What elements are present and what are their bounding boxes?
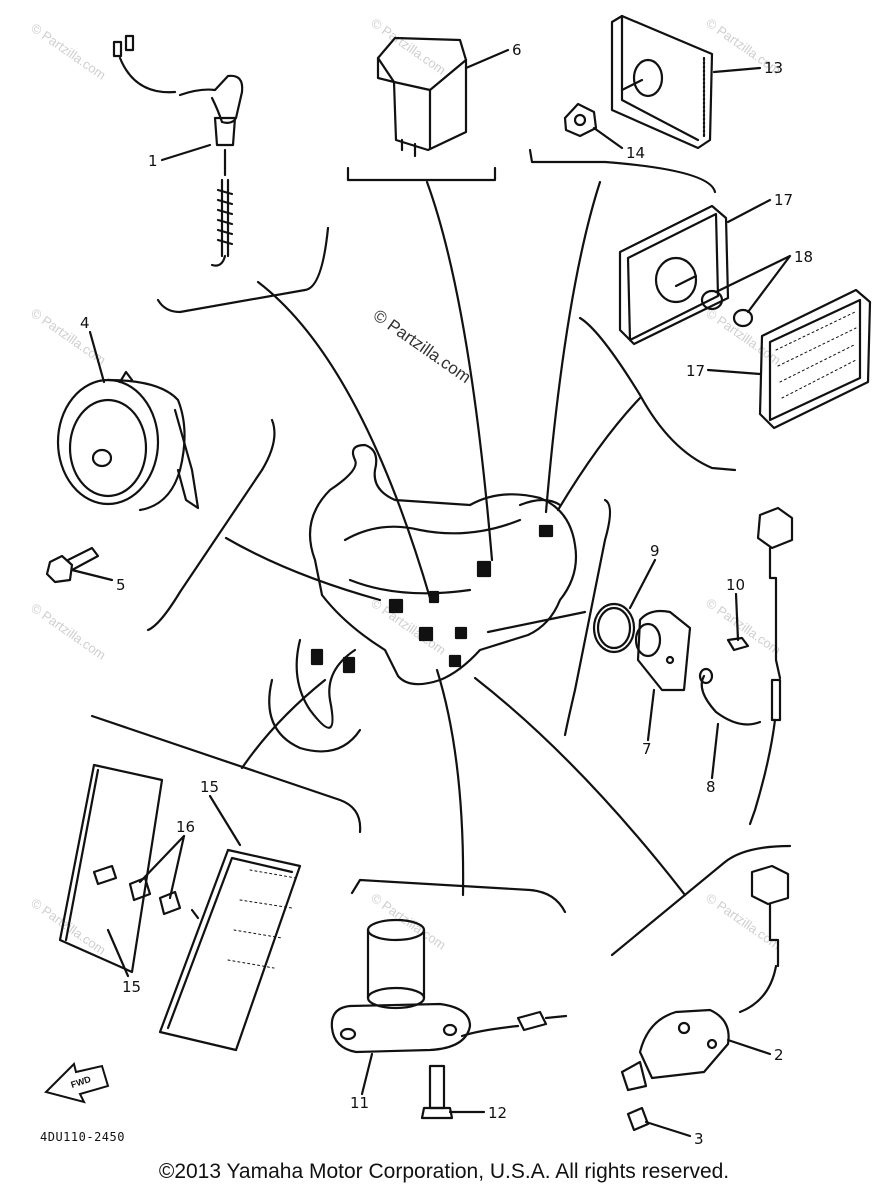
group-bracket-neutral-switch bbox=[610, 844, 792, 957]
front-reflector-illustration bbox=[58, 763, 302, 1052]
callout-number: 17 bbox=[774, 191, 793, 209]
callout-number: 7 bbox=[642, 740, 652, 758]
oil-level-switch-illustration bbox=[330, 918, 568, 1120]
callout-number: 3 bbox=[694, 1130, 704, 1148]
group-bracket-relay bbox=[346, 166, 497, 182]
leader-line bbox=[486, 610, 587, 634]
group-bracket-oil-switch bbox=[350, 878, 567, 914]
callout-leader bbox=[706, 368, 762, 376]
callout-number: 13 bbox=[764, 59, 783, 77]
callout-leader bbox=[208, 794, 242, 847]
callout-leader bbox=[592, 126, 624, 150]
callout-number: 16 bbox=[176, 818, 195, 836]
leader-line bbox=[556, 396, 642, 512]
callout-labels: 1 6 13 14 17 18 17 4 5 9 10 7 8 15 16 15… bbox=[80, 41, 813, 1148]
callout-leader bbox=[360, 1052, 374, 1096]
callout-number: 12 bbox=[488, 1104, 507, 1122]
callout-leader bbox=[646, 688, 656, 742]
group-bracket-switch bbox=[156, 226, 330, 314]
callout-leader bbox=[712, 66, 762, 74]
leader-line bbox=[256, 280, 432, 600]
callout-leader bbox=[714, 254, 792, 314]
neutral-switch-illustration bbox=[620, 864, 790, 1132]
callout-leader bbox=[734, 592, 740, 642]
group-bracket-reflector-rear bbox=[528, 148, 717, 194]
callout-number: 8 bbox=[706, 778, 716, 796]
callout-number: 11 bbox=[350, 1094, 369, 1112]
watermark: © Partzilla.com bbox=[28, 600, 108, 663]
callout-number: 17 bbox=[686, 362, 705, 380]
callout-leader bbox=[88, 330, 106, 384]
motorcycle-frame bbox=[268, 443, 578, 753]
callout-number: 15 bbox=[122, 978, 141, 996]
rear-reflector-illustration bbox=[563, 14, 714, 150]
watermark: © Partzilla.com bbox=[703, 890, 783, 953]
callout-number: 15 bbox=[200, 778, 219, 796]
callout-leader bbox=[464, 48, 510, 70]
callout-leader bbox=[726, 1038, 772, 1056]
callout-leader bbox=[106, 928, 130, 978]
callout-leader bbox=[628, 558, 657, 610]
callout-leader bbox=[138, 834, 186, 900]
leader-line bbox=[425, 180, 494, 562]
horn-illustration bbox=[45, 370, 200, 584]
callout-leader bbox=[70, 568, 114, 582]
copyright-notice: ©2013 Yamaha Motor Corporation, U.S.A. A… bbox=[158, 1160, 730, 1183]
group-bracket-horn bbox=[146, 418, 276, 632]
leader-line bbox=[240, 678, 327, 770]
callout-number: 5 bbox=[116, 576, 126, 594]
watermark: © Partzilla.com bbox=[28, 20, 108, 83]
center-watermark: © Partzilla.com bbox=[370, 306, 475, 387]
relay-illustration bbox=[376, 36, 468, 158]
callout-number: 4 bbox=[80, 314, 90, 332]
watermark: © Partzilla.com bbox=[368, 15, 448, 78]
callout-leader bbox=[710, 722, 720, 780]
side-reflector-illustration bbox=[618, 204, 872, 430]
brake-light-switch-illustration bbox=[112, 34, 244, 267]
diagram-code: 4DU110-2450 bbox=[40, 1130, 125, 1144]
callout-number: 1 bbox=[148, 152, 158, 170]
callout-leader bbox=[160, 143, 212, 162]
sensor-assembly-illustration bbox=[592, 506, 794, 826]
group-bracket-reflector-side bbox=[578, 316, 737, 472]
callout-number: 14 bbox=[626, 144, 645, 162]
group-bracket-reflector-front bbox=[90, 714, 362, 834]
callout-number: 10 bbox=[726, 576, 745, 594]
watermark: © Partzilla.com bbox=[703, 305, 783, 368]
callout-number: 18 bbox=[794, 248, 813, 266]
forward-arrow-icon: FWD bbox=[44, 1062, 110, 1104]
group-bracket-sensor bbox=[563, 498, 612, 737]
callout-number: 6 bbox=[512, 41, 522, 59]
callout-leader bbox=[726, 198, 772, 224]
leader-line bbox=[544, 180, 602, 514]
leader-line bbox=[435, 668, 465, 897]
leader-line bbox=[224, 536, 382, 602]
callout-number: 2 bbox=[774, 1046, 784, 1064]
leader-line bbox=[473, 676, 687, 897]
callout-leader bbox=[644, 1120, 692, 1138]
callout-number: 9 bbox=[650, 542, 660, 560]
